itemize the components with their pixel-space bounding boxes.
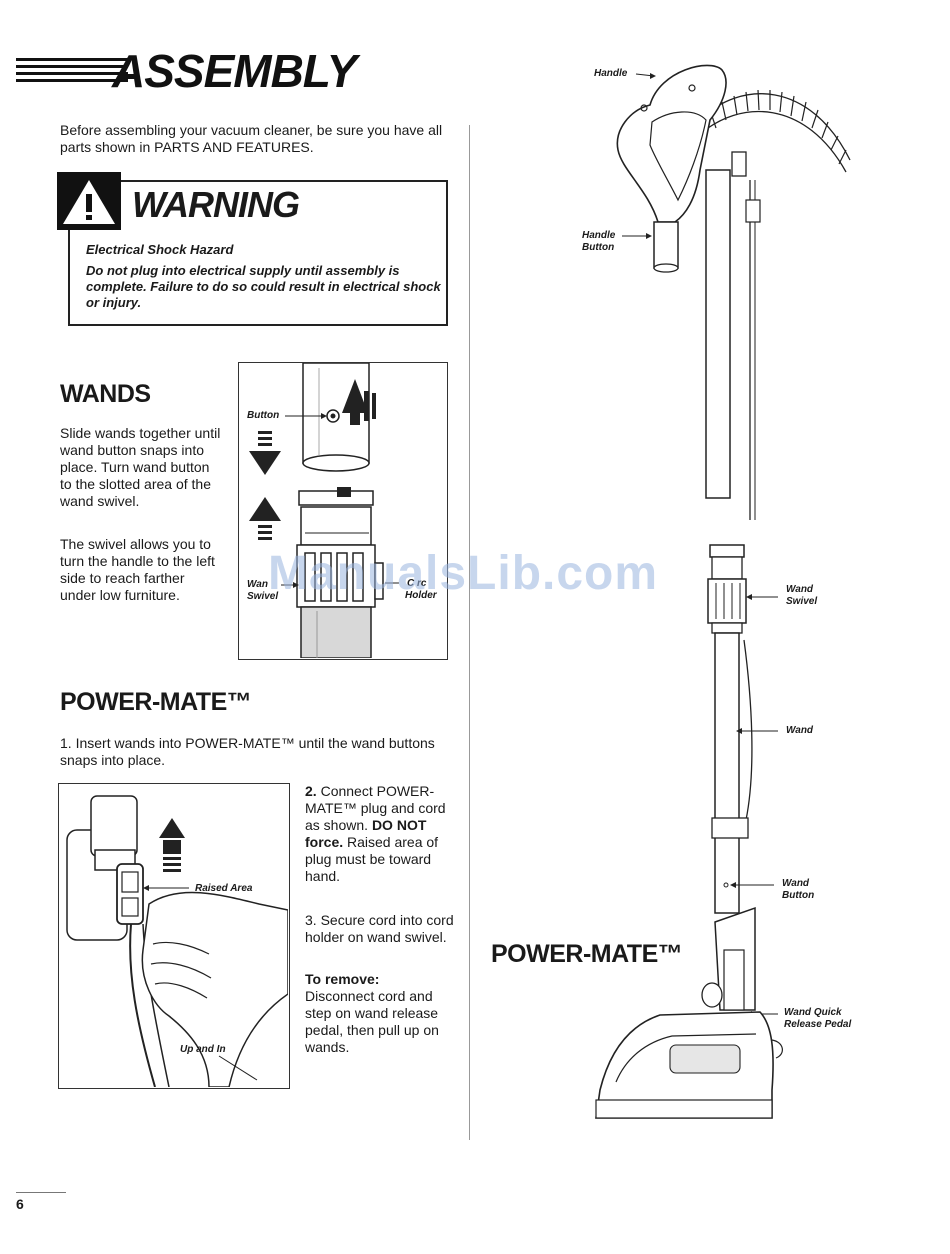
wand-button-diagram-callout-line2: Button (782, 890, 815, 901)
wand-connection-illustration (249, 363, 399, 658)
warning-triangle-icon (63, 180, 115, 224)
step-2-text-a: Connect POWER-MATE™ plug and cord as sho… (305, 783, 446, 833)
powermate-step-3: 3. Secure cord into cord holder on wand … (305, 912, 454, 945)
release-pedal-callout-line2: Release Pedal (784, 1019, 852, 1030)
handle-button-callout-line1: Handle (582, 230, 616, 241)
powermate-heading: POWER-MATE™ (60, 688, 252, 716)
step-2-text-b: Raised area of plug must be toward hand. (305, 834, 439, 884)
intro-paragraph: Before assembling your vacuum cleaner, b… (60, 122, 443, 155)
wand-diagram-callout: Wand (786, 725, 814, 736)
footer-rule (16, 1192, 66, 1193)
handle-button-callout-line2: Button (582, 242, 615, 253)
header-rule (16, 58, 128, 61)
powermate-step-1: 1. Insert wands into POWER-MATE™ until t… (60, 735, 435, 768)
powermate-plug-figure: Raised Area Up and In (58, 783, 290, 1089)
vacuum-assembly-diagram (595, 64, 851, 1119)
release-pedal-callout-line1: Wand Quick (784, 1007, 842, 1018)
header-rule (16, 72, 128, 75)
warning-box (68, 180, 448, 326)
step-2-number: 2. (305, 783, 317, 799)
wand-swivel-diagram-callout-line2: Swivel (786, 596, 818, 607)
wand-swivel-callout-line2: Swivel (247, 591, 279, 602)
header-rule (16, 65, 128, 68)
watermark: ManualsLib.com (268, 547, 659, 600)
powermate-step-2: 2. Connect POWER-MATE™ plug and cord as … (305, 783, 455, 885)
plug-connection-illustration (66, 795, 288, 1087)
remove-instructions: Disconnect cord and step on wand release… (305, 988, 439, 1055)
wands-paragraph-1: Slide wands together until wand button s… (60, 425, 221, 509)
handle-callout: Handle (594, 68, 628, 79)
powermate-diagram-label: POWER-MATE™ (491, 940, 683, 968)
raised-area-callout: Raised Area (195, 883, 253, 894)
cord-holder-callout-line2: Holder (405, 590, 437, 601)
remove-heading: To remove: (305, 971, 380, 987)
wands-paragraph-2: The swivel allows you to turn the handle… (60, 536, 215, 603)
wands-heading: WANDS (60, 380, 151, 408)
wand-button-diagram-callout-line1: Wand (782, 878, 810, 889)
page-title: ASSEMBLY (112, 45, 357, 97)
cord-holder-callout-line1: C rc (407, 578, 427, 589)
up-and-in-callout: Up and In (180, 1044, 226, 1055)
header-rule (16, 79, 128, 82)
step-2-warning: DO NOT force. (305, 817, 427, 850)
wand-swivel-callout-line1: Wan (247, 579, 268, 590)
wands-figure: Button Wan Swivel C rc Holder (238, 362, 448, 660)
column-divider (469, 125, 470, 1140)
page-number: 6 (16, 1196, 24, 1212)
warning-badge (57, 172, 121, 230)
button-callout: Button (247, 410, 280, 421)
wand-swivel-diagram-callout-line1: Wand (786, 584, 814, 595)
warning-body: Do not plug into electrical supply until… (86, 263, 441, 310)
warning-hazard: Electrical Shock Hazard (86, 242, 234, 257)
warning-title: WARNING (132, 184, 300, 225)
